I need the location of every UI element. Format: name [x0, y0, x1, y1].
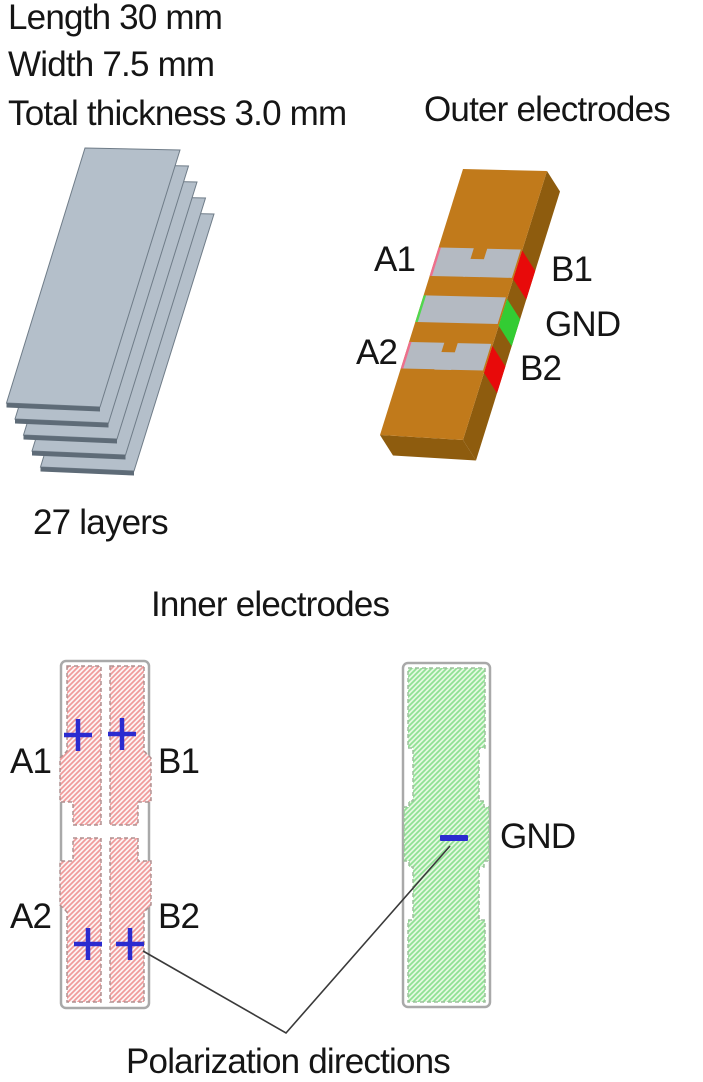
polarization-minus-icon-gnd [440, 835, 468, 841]
bar-label-b1: B1 [551, 250, 593, 289]
polarization-plus-icon-b1 [108, 718, 136, 750]
polarization-connector-line [142, 845, 451, 1035]
polarization-plus-icon-a2 [74, 928, 102, 960]
outer-electrode-bar [380, 169, 560, 461]
stack-sheet [5, 147, 181, 412]
inner-electrodes-title: Inner electrodes [151, 585, 390, 624]
layer-stack [5, 147, 215, 476]
terminal-gnd-green [498, 298, 521, 347]
polarization-plus-icon-b2 [116, 928, 144, 960]
inner-label-b2: B2 [158, 897, 200, 936]
outer-electrodes-title: Outer electrodes [424, 90, 671, 129]
terminal-a2-sliver [400, 341, 412, 369]
pad-b2 [449, 343, 492, 371]
terminal-b2-red [484, 345, 506, 394]
bar-label-gnd: GND [545, 305, 621, 344]
inner-label-gnd: GND [500, 817, 576, 856]
spec-width: Width 7.5 mm [8, 45, 215, 84]
pad-b1 [478, 248, 521, 278]
spec-length: Length 30 mm [8, 0, 223, 37]
electrode-a2-shape [59, 837, 102, 1003]
electrode-a1-shape [59, 665, 102, 826]
polarization-plus-icon-a1 [64, 719, 92, 751]
spec-thickness: Total thickness 3.0 mm [8, 94, 347, 133]
pad-a2 [402, 342, 445, 370]
terminal-a1-sliver [429, 247, 441, 276]
inner-electrode-plate-ab [59, 659, 152, 1010]
pad-gnd [417, 295, 506, 324]
bar-label-b2: B2 [520, 349, 562, 388]
inner-electrode-plate-gnd [401, 661, 492, 1009]
inner-label-a1: A1 [10, 742, 52, 781]
bar-label-a2: A2 [356, 333, 398, 372]
terminal-gnd-sliver [415, 295, 427, 322]
layer-count-label: 27 layers [33, 503, 169, 542]
bar-label-a1: A1 [374, 240, 416, 279]
inner-label-a2: A2 [10, 897, 52, 936]
electrode-b2-shape [109, 837, 152, 1003]
pad-a1 [431, 247, 474, 277]
inner-label-b1: B1 [158, 742, 200, 781]
polarization-caption: Polarization directions [126, 1042, 451, 1081]
terminal-b1-red [513, 250, 536, 300]
bar-bottom-face [380, 435, 476, 461]
electrode-b1-shape [109, 665, 152, 826]
